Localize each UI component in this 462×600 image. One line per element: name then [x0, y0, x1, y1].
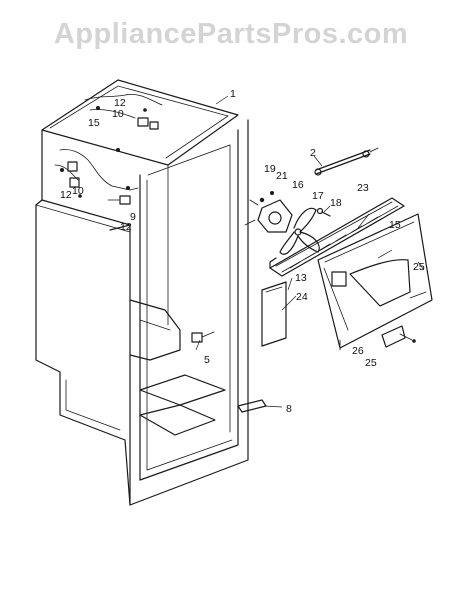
- back-panel-24: [317, 213, 433, 351]
- leader-lines: [195, 95, 425, 408]
- label-part-17: 17: [312, 190, 324, 202]
- label-part-19: 19: [264, 163, 276, 175]
- air-duct-23: [269, 197, 405, 277]
- label-part-12-left: 12: [60, 189, 72, 201]
- top-hardware-cluster: [54, 93, 163, 205]
- cover-plate-13: [261, 281, 287, 347]
- label-part-10-left: 10: [72, 185, 84, 197]
- label-part-10-top: 10: [112, 108, 124, 120]
- label-part-16: 16: [292, 179, 304, 191]
- label-part-13: 13: [295, 272, 307, 284]
- label-part-1: 1: [230, 88, 236, 100]
- label-part-8: 8: [286, 403, 292, 415]
- rod-2: [314, 147, 379, 176]
- label-part-2: 2: [310, 147, 316, 159]
- label-part-5: 5: [204, 354, 210, 366]
- label-part-15-right: 15: [389, 219, 401, 231]
- label-part-25-bottom: 25: [365, 357, 377, 369]
- label-part-21: 21: [276, 170, 288, 182]
- label-part-25-right: 25: [413, 261, 425, 273]
- label-part-18: 18: [330, 197, 342, 209]
- label-part-24: 24: [296, 291, 308, 303]
- part-labels: 1 2 5 8 9 10 10 12 12 12 13 15 15 16 17 …: [60, 88, 425, 415]
- cabinet-liner: [35, 79, 249, 506]
- trim-strip-8: [237, 399, 267, 413]
- label-part-23: 23: [357, 182, 369, 194]
- fan-assembly: [244, 191, 331, 255]
- label-part-15-top: 15: [88, 117, 100, 129]
- label-part-9: 9: [130, 211, 136, 223]
- watermark-text: AppliancePartsPros.com: [53, 18, 409, 50]
- screw-5: [191, 331, 215, 343]
- label-part-12-mid: 12: [120, 221, 132, 233]
- label-part-26: 26: [352, 345, 364, 357]
- label-part-12-top: 12: [114, 97, 126, 109]
